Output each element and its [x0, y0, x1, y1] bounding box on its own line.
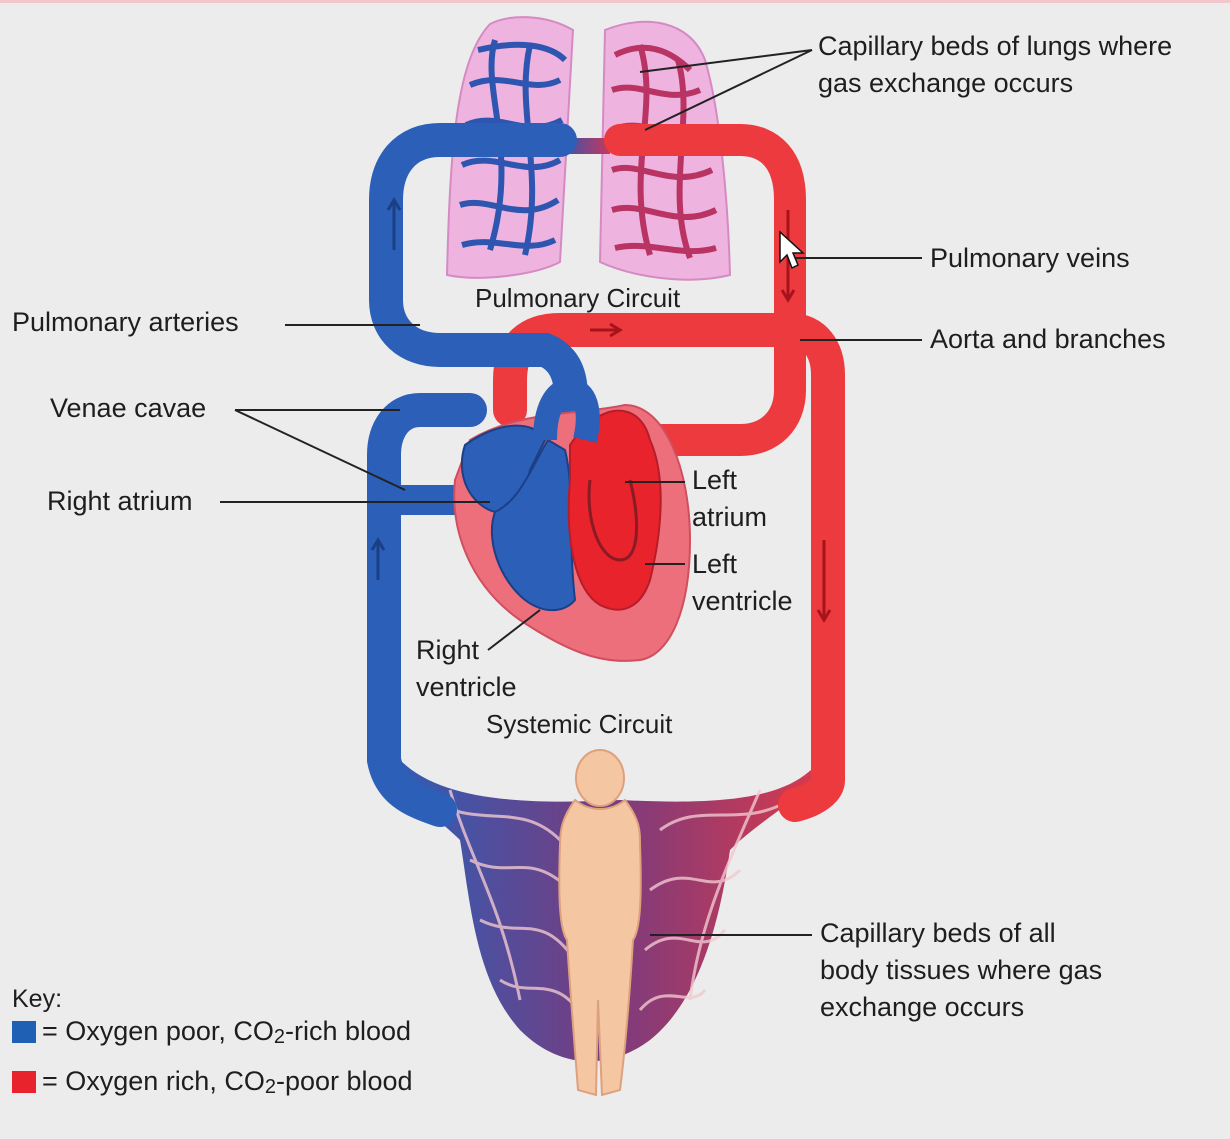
label-aorta: Aorta and branches — [930, 321, 1166, 358]
key-poor-subscript: 2 — [274, 1026, 285, 1049]
label-body-capillaries: Capillary beds of all body tissues where… — [820, 915, 1102, 1026]
heart — [454, 390, 690, 661]
key-title: Key: — [12, 985, 62, 1014]
swatch-oxygen-rich — [12, 1071, 36, 1093]
key-rich-text: = Oxygen rich, CO — [42, 1066, 265, 1097]
label-pulmonary-arteries: Pulmonary arteries — [12, 304, 239, 341]
label-pulmonary-circuit: Pulmonary Circuit — [475, 280, 680, 317]
label-left-atrium: Left atrium — [692, 462, 767, 536]
label-right-ventricle: Right ventricle — [416, 632, 517, 706]
label-systemic-circuit: Systemic Circuit — [486, 706, 672, 743]
key-rich-subscript: 2 — [265, 1076, 276, 1099]
figure-head — [576, 750, 624, 806]
label-lung-capillaries: Capillary beds of lungs where gas exchan… — [818, 28, 1172, 102]
swatch-oxygen-poor — [12, 1021, 36, 1043]
key-poor-text: = Oxygen poor, CO — [42, 1016, 274, 1047]
left-heart-shape — [569, 411, 661, 610]
label-right-atrium: Right atrium — [47, 483, 193, 520]
label-pulmonary-veins: Pulmonary veins — [930, 240, 1130, 277]
label-venae-cavae: Venae cavae — [50, 390, 206, 427]
key-rich-rest: -poor blood — [276, 1066, 413, 1097]
key-poor-rest: -rich blood — [285, 1016, 411, 1047]
label-left-ventricle: Left ventricle — [692, 546, 793, 620]
